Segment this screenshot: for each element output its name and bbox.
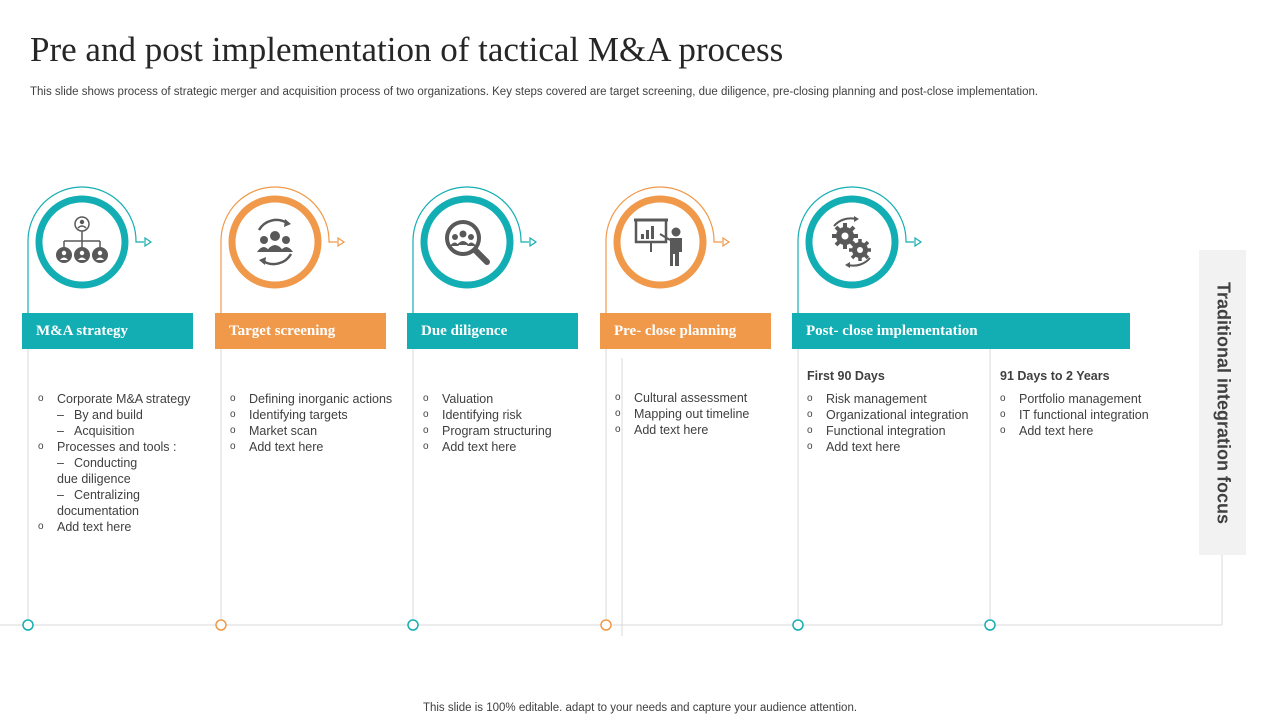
list-item: due diligence [57,472,131,486]
slide-subtitle: This slide shows process of strategic me… [30,86,1039,98]
gears-icon [832,216,871,268]
slide-title: Pre and post implementation of tactical … [30,30,784,69]
list-item: –Centralizing [57,488,141,502]
timeline-dot-5 [792,619,804,631]
step-2-ring [220,186,346,313]
list-item: –Conducting [57,456,138,470]
magnifier-people-icon [445,220,490,265]
step-label-target-screening: Target screening [215,313,386,349]
team-cycle-icon [257,218,293,266]
step-label-post-close-implementation: Post- close implementation [792,313,1130,349]
integration-focus-label: Traditional integration focus [1213,281,1233,524]
list-item: –Acquisition [57,424,135,438]
step-label-due-diligence: Due diligence [407,313,578,349]
timeline-dot-4 [600,619,612,631]
list-item: documentation [57,504,140,518]
integration-focus-panel: Traditional integration focus [1199,250,1246,555]
org-chart-icon [56,216,108,263]
timeline-dot-2 [215,619,227,631]
slide-footer: This slide is 100% editable. adapt to yo… [422,702,858,714]
list-item: –By and build [57,408,143,422]
91-days-to-2-years-heading: 91 Days to 2 Years [1000,369,1110,383]
timeline-dot-6 [984,619,996,631]
presentation-icon [634,218,682,266]
step-label-ma-strategy: M&A strategy [22,313,193,349]
step-label-pre-close-planning: Pre- close planning [600,313,771,349]
timeline-dot-1 [22,619,34,631]
timeline-dot-3 [407,619,419,631]
first-90-days-heading: First 90 Days [807,369,885,383]
